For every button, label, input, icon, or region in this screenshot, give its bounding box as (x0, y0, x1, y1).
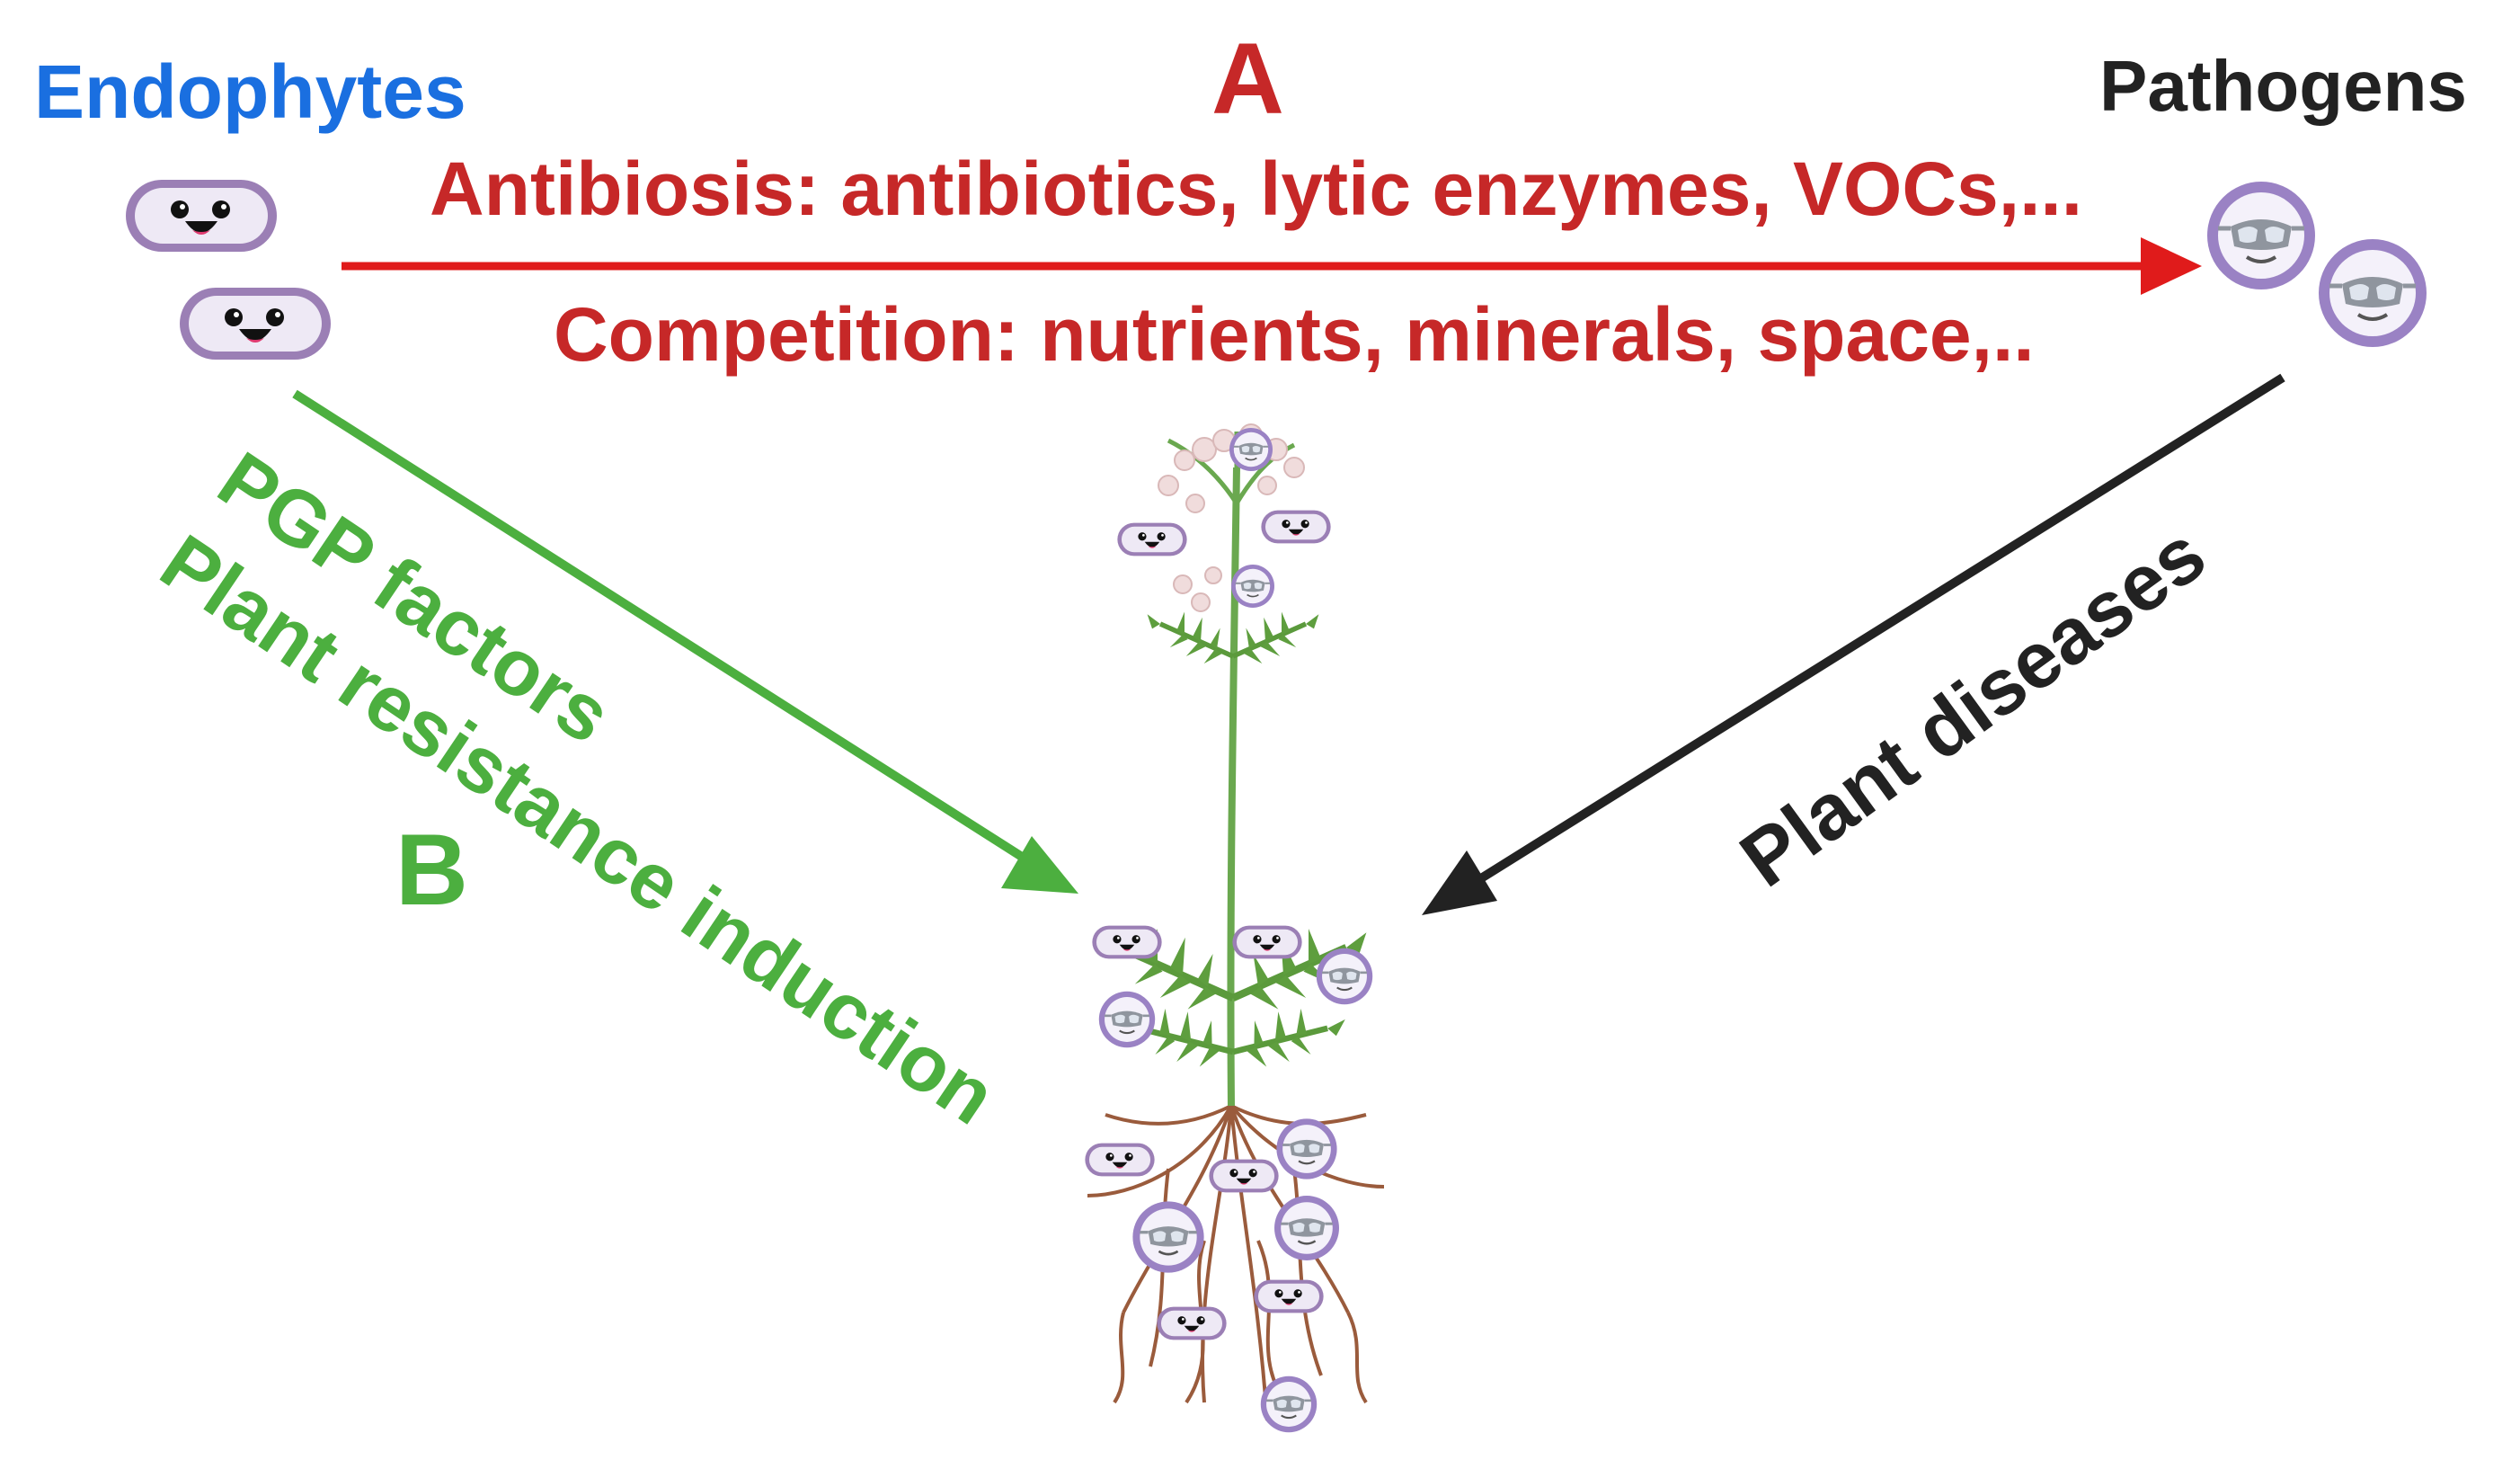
endophyte-icon (1085, 1143, 1155, 1177)
pathogen-icon (2207, 182, 2315, 289)
panel-b-label: B (395, 814, 468, 926)
pathogen-group (2207, 182, 2427, 347)
antibiosis-label: Antibiosis: antibiotics, lytic enzymes, … (430, 147, 2083, 231)
endophyte-icon (1232, 925, 1302, 959)
pathogen-icon (1097, 990, 1157, 1049)
antagonism-arrow (342, 237, 2202, 295)
endophyte-icon (1209, 1159, 1279, 1193)
endophyte-icon (126, 180, 277, 252)
plant-disease-arrow (1422, 373, 2285, 915)
pathogen-icon (1228, 426, 1274, 473)
pathogens-label: Pathogens (2099, 46, 2467, 126)
competition-label: Competition: nutrients, minerals, space,… (554, 292, 2035, 377)
pathogen-icon (1275, 1117, 1338, 1180)
pathogen-icon (1131, 1199, 1206, 1275)
pathogen-icon (1315, 947, 1374, 1006)
endophyte-icon (1092, 925, 1162, 959)
pathogen-icon (1273, 1194, 1341, 1262)
panel-a-label: A (1211, 22, 1284, 135)
pathogen-icon (1229, 563, 1276, 610)
pathogen-icon (2319, 239, 2427, 347)
endophyte-icon (1254, 1279, 1324, 1313)
endophyte-icon (1157, 1306, 1227, 1340)
pathogen-icon (1259, 1375, 1318, 1434)
plant-growth-arrow (292, 389, 1078, 894)
endophyte-group (126, 180, 331, 360)
endophyte-icon (1261, 510, 1331, 544)
endophytes-label: Endophytes (34, 49, 466, 134)
endophyte-icon (180, 288, 331, 360)
endophyte-icon (1117, 522, 1187, 556)
